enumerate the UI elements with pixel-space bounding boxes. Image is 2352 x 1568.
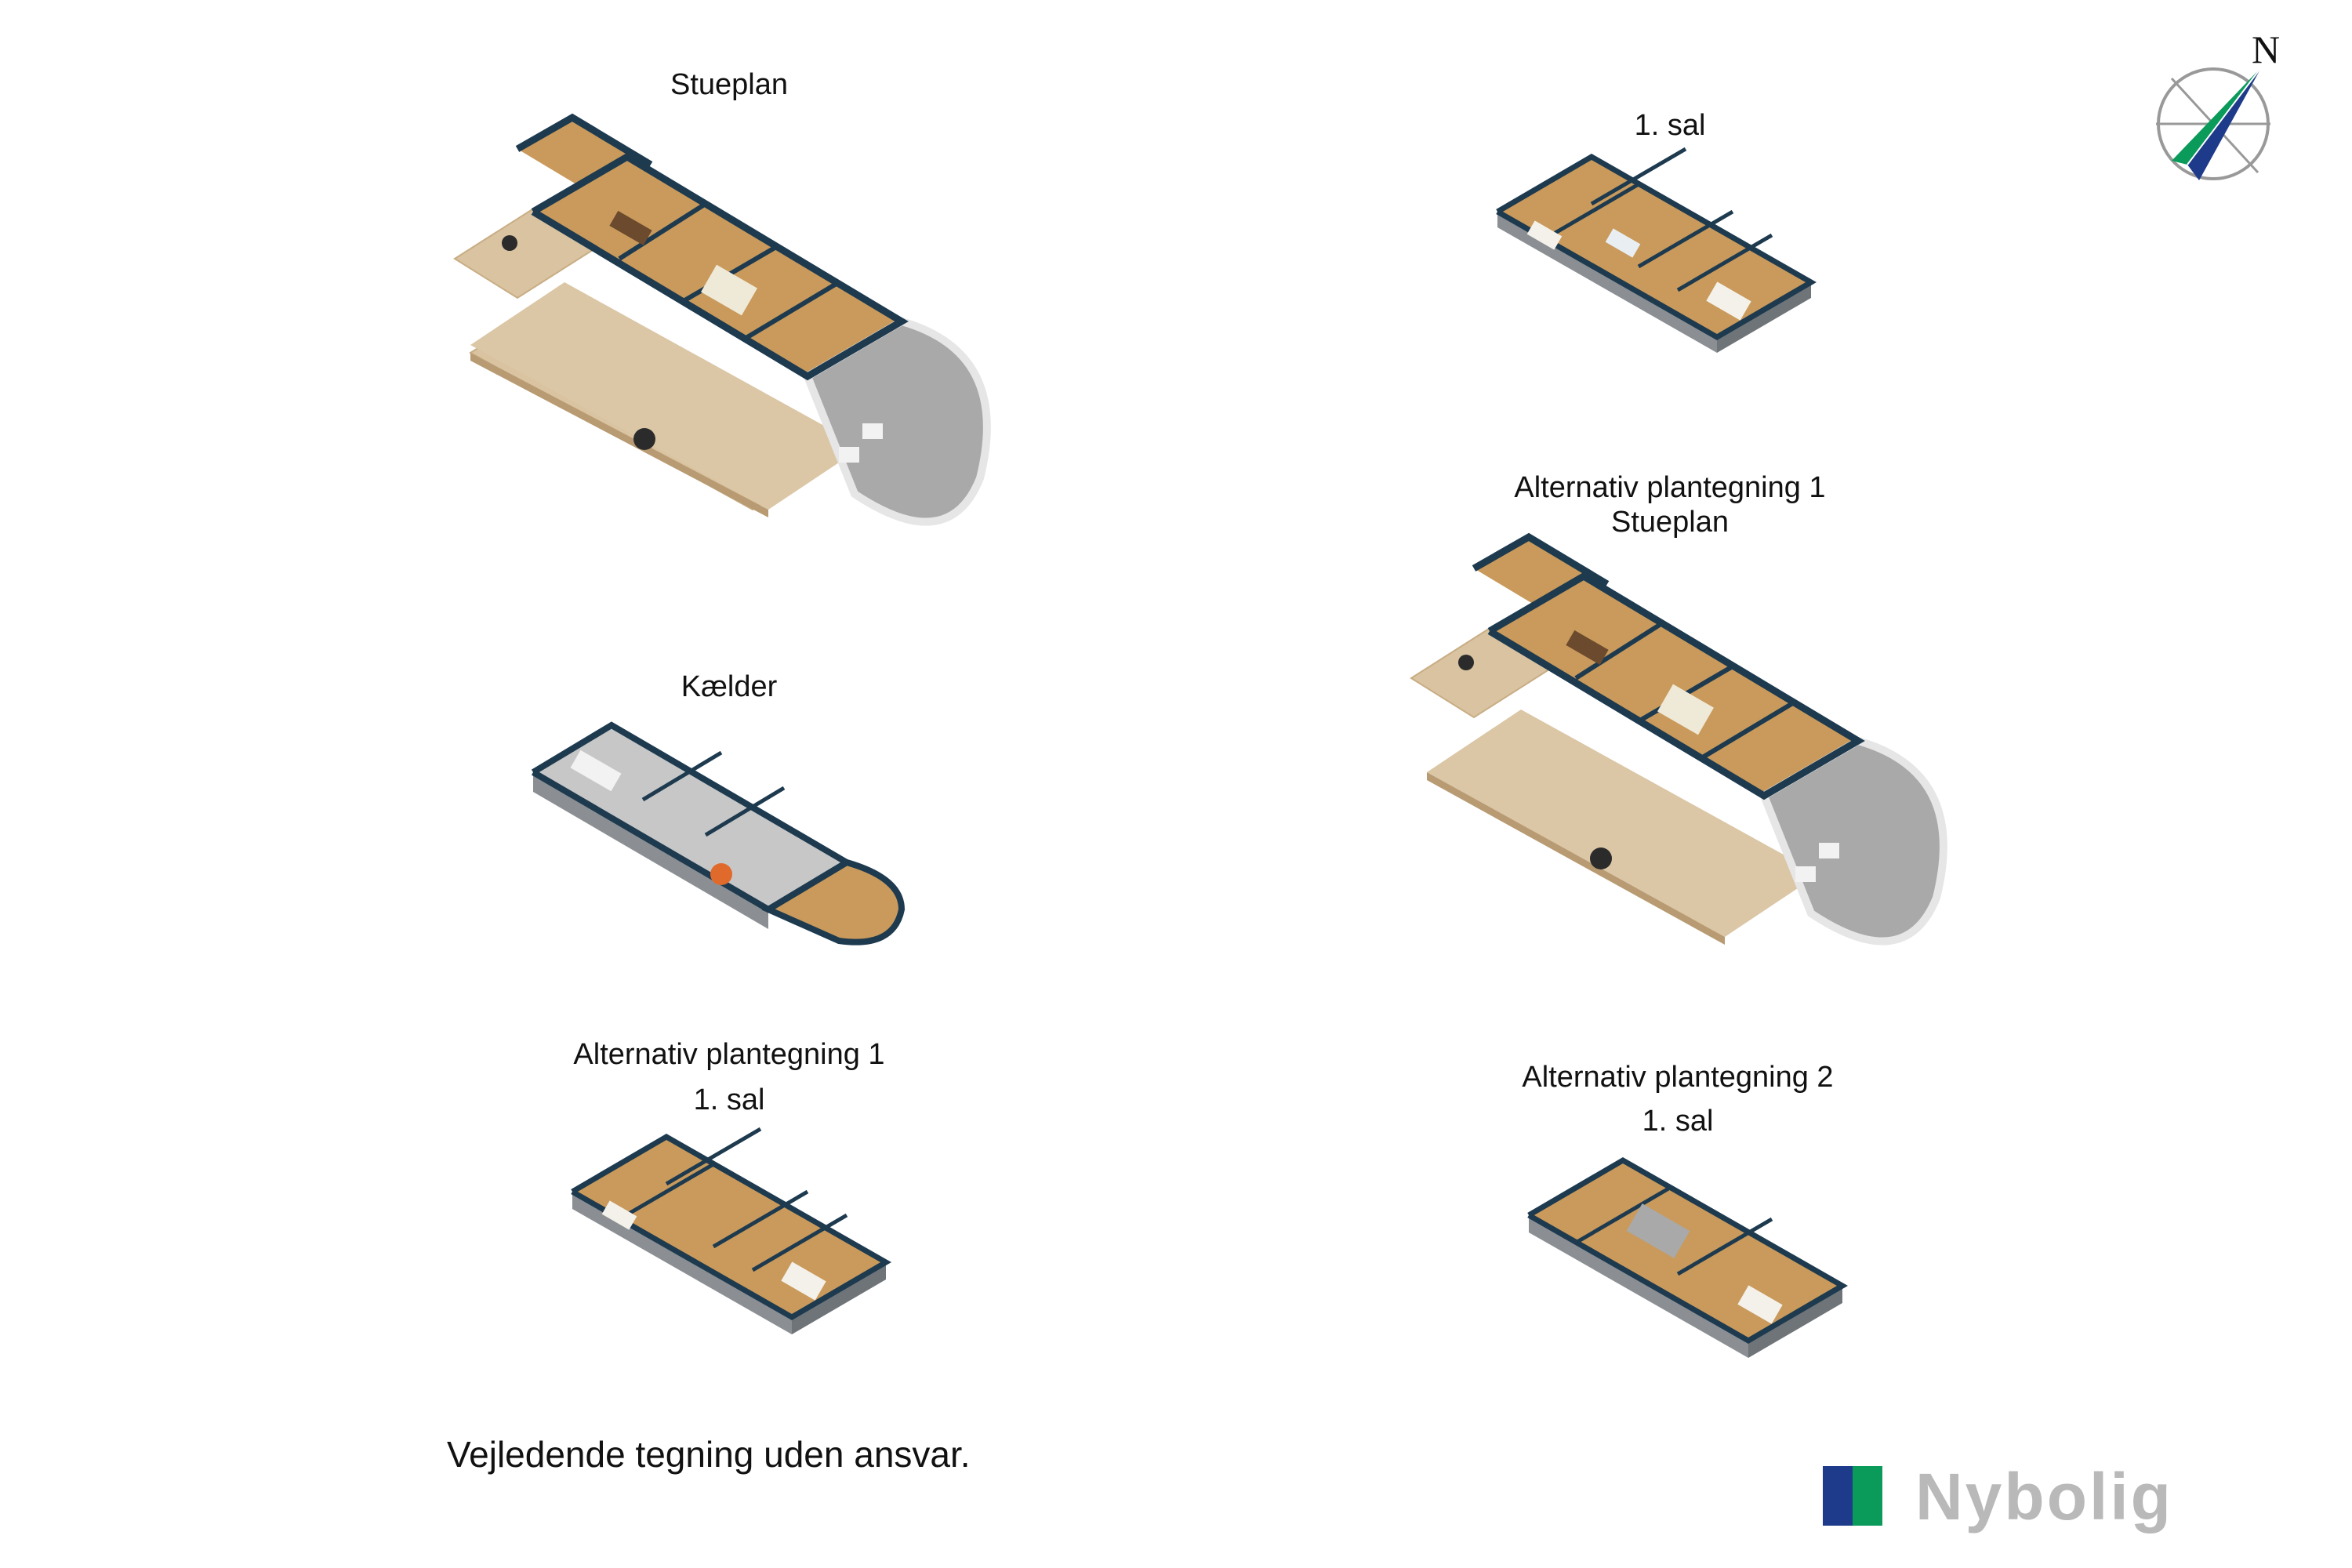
alt1-stueplan-floorplan [1403, 532, 1952, 1047]
alt2-sal1-title: Alternativ plantegning 2 1. sal [1443, 1055, 1913, 1143]
alt1-sal1-title: Alternativ plantegning 1 1. sal [494, 1032, 964, 1123]
sal1-floorplan [1482, 147, 1819, 423]
alt1-sal1-line2: 1. sal [693, 1083, 765, 1116]
disclaimer-text: Vejledende tegning uden ansvar. [447, 1434, 971, 1475]
nybolig-logo-icon [1823, 1466, 1882, 1526]
alt2-sal1-line1: Alternativ plantegning 2 [1522, 1061, 1834, 1094]
terrace [802, 317, 991, 526]
alt1-stueplan-line1: Alternativ plantegning 1 [1514, 471, 1826, 504]
kaelder-title: Kælder [681, 670, 778, 703]
sal1-title: 1. sal [1634, 109, 1706, 142]
alt2-sal1-floorplan [1513, 1152, 1850, 1423]
compass-icon [2140, 31, 2289, 188]
compass-north-label: N [2252, 27, 2281, 71]
alt1-sal1-floorplan [557, 1127, 894, 1399]
stueplan-title: Stueplan [670, 68, 788, 101]
nybolig-logo: Nybolig [1823, 1461, 2262, 1535]
alt1-sal1-line1: Alternativ plantegning 1 [573, 1038, 885, 1071]
nybolig-logo-text: Nybolig [1915, 1460, 2173, 1534]
alt1-stueplan-line2: Stueplan [1610, 506, 1729, 539]
alt1-stueplan-title: Alternativ plantegning 1 Stueplan [1435, 470, 1905, 539]
deck-long [470, 282, 862, 510]
stueplan-floorplan [447, 113, 996, 627]
kaelder-floorplan [525, 713, 917, 996]
alt2-sal1-line2: 1. sal [1642, 1105, 1714, 1138]
